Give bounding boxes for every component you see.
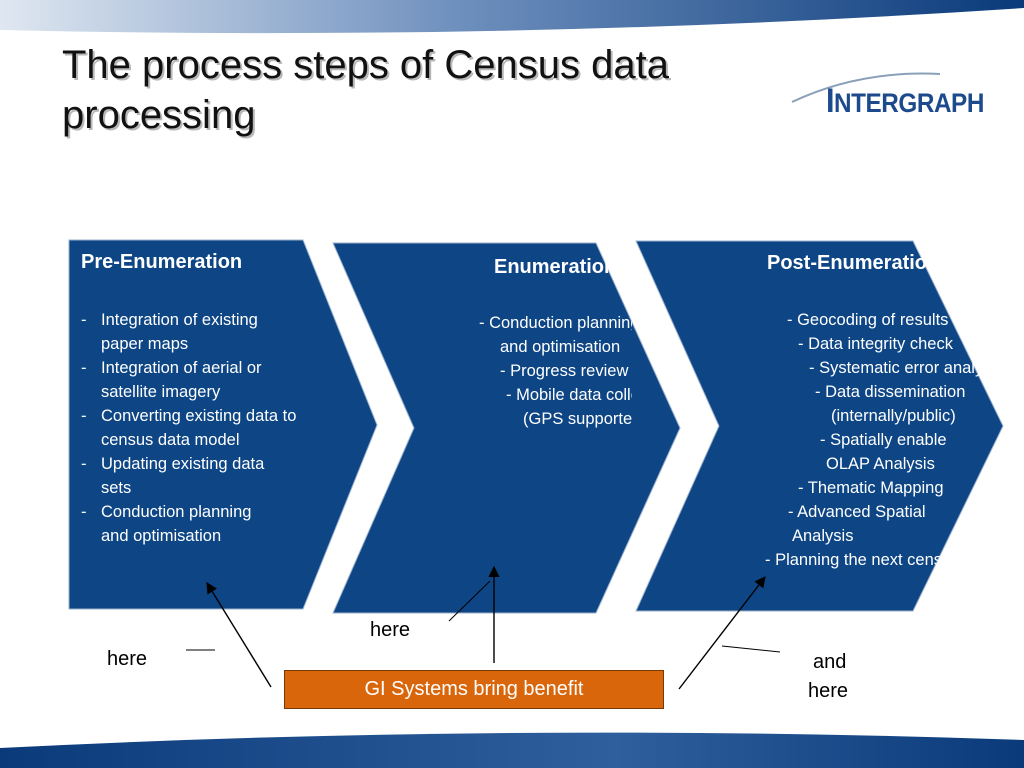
list-item-cont: paper maps (101, 335, 189, 353)
chevron-post-enumeration (635, 240, 1004, 612)
list-item: (GPS supported) (523, 410, 632, 428)
annotation-and: and (813, 651, 847, 673)
list-item: OLAP Analysis (826, 455, 935, 473)
list-item: - Geocoding of results (787, 311, 949, 329)
list-item: -Integration of existing (81, 311, 258, 329)
post-enumeration-list: - Geocoding of results - Data integrity … (640, 308, 1024, 572)
slide-title: The process steps of Census data process… (62, 43, 669, 137)
logo-text: INTERGRAPH (826, 82, 984, 120)
chevron-pre-enumeration (68, 239, 378, 610)
list-item: - Spatially enable (820, 431, 947, 449)
list-item-cont: sets (101, 479, 132, 497)
annotation-here-middle: here (370, 619, 411, 641)
list-item: -Updating existing data (81, 455, 265, 473)
list-item-cont: census data model (101, 431, 240, 449)
benefit-box: GI Systems bring benefit (284, 670, 664, 709)
list-item: - Systematic error analysis (809, 359, 1004, 377)
list-item-cont: and optimisation (101, 527, 222, 545)
arrow-to-pre (206, 582, 272, 688)
bottom-banner (0, 732, 1024, 768)
chevron-enumeration (332, 242, 681, 614)
list-item: - Thematic Mapping (798, 479, 944, 497)
post-enumeration-content: Post-Enumeration - Geocoding of results … (640, 240, 1024, 611)
enumeration-list: - Conduction planning and optimisation -… (479, 311, 632, 431)
list-item: and optimisation (500, 338, 621, 356)
enumeration-content: Enumeration - Conduction planning and op… (334, 240, 632, 610)
list-item-cont: satellite imagery (101, 383, 221, 401)
list-item: -Conduction planning (81, 503, 252, 521)
list-item: - Planning the next census (765, 551, 960, 569)
list-item: Analysis (792, 527, 854, 545)
logo-swoosh (791, 72, 941, 103)
post-enumeration-title: Post-Enumeration (767, 252, 940, 274)
pre-enumeration-title: Pre-Enumeration (81, 251, 243, 273)
intergraph-logo: INTERGRAPH (826, 82, 984, 121)
top-banner (0, 0, 1024, 34)
callout-line-middle (448, 580, 491, 622)
list-item: - Progress review (500, 362, 629, 380)
list-item: - Data dissemination (815, 383, 966, 401)
list-item: - Mobile data collection (506, 386, 632, 404)
enumeration-title: Enumeration (494, 256, 617, 278)
callout-line-right (721, 645, 781, 653)
list-item: -Converting existing data to (81, 407, 297, 425)
list-item: -Integration of aerial or (81, 359, 262, 377)
list-item: - Advanced Spatial (788, 503, 926, 521)
annotation-here-right: here (808, 680, 849, 702)
list-item: - Conduction planning (479, 314, 632, 332)
annotation-here-left: here (107, 648, 148, 670)
arrow-to-post (678, 576, 766, 690)
pre-enumeration-list: -Integration of existing paper maps -Int… (81, 308, 351, 548)
list-item: - Data integrity check (798, 335, 953, 353)
list-item: (internally/public) (831, 407, 956, 425)
